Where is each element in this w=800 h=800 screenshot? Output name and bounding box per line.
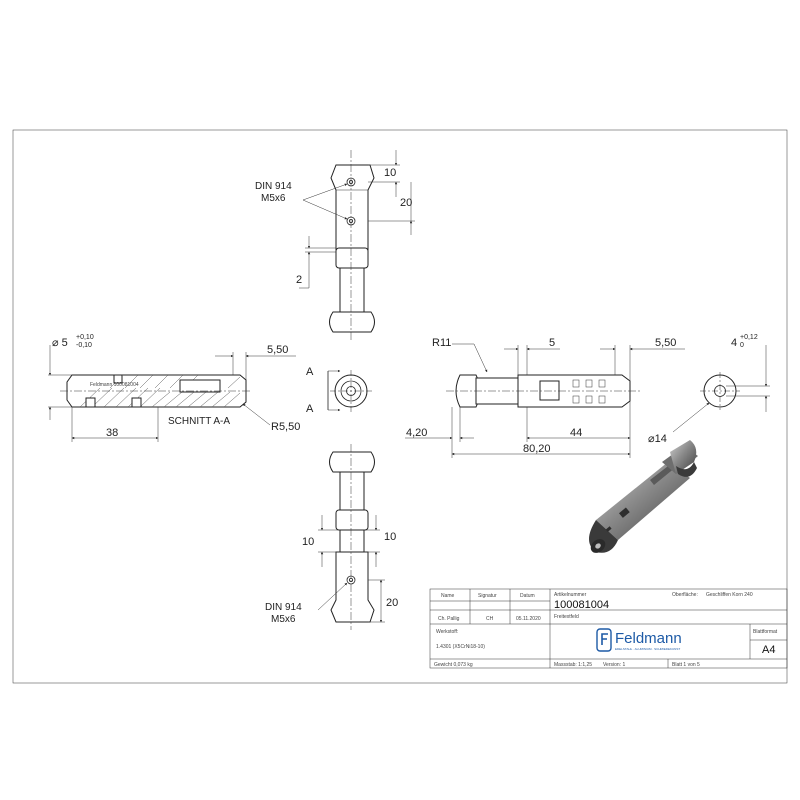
dim-r11: R11 [432,337,451,349]
company-logo-subline: EDELSTAHL · ALUMINIUM · SCHMIEDEKUNST [615,647,680,651]
tb-header-artikel: Artikelnummer [554,592,587,598]
dim-38: 38 [106,427,118,439]
dim-5-50-left: 5,50 [267,344,288,356]
tb-header-name: Name [441,593,455,599]
dim-top-10: 10 [384,167,396,179]
dim-4: 4 [731,337,737,349]
side-view [405,343,685,458]
dim-top-20: 20 [400,197,412,209]
dim-4-20: 4,20 [406,427,427,439]
section-marker-a-top: A [306,366,314,378]
section-view [48,345,296,442]
dim-5-50-right: 5,50 [655,337,676,349]
isometric-render [589,440,698,553]
tb-header-datum: Datum [520,593,535,599]
tb-blattformat-value: A4 [762,644,775,656]
tb-gewicht: Gewicht 0,073 kg [434,662,473,668]
tb-freitext: Freitextfeld [554,614,579,620]
tb-werkstoff-value: 1.4301 (X5CrNi18-10) [436,644,485,650]
title-block [429,588,788,669]
dim-dia5: ⌀ 5 [52,337,68,349]
tb-header-signatur: Signatur [478,593,497,599]
dim-top-2: 2 [296,274,302,286]
dim-r5-50: R5,50 [271,421,300,433]
dim-dia5-tol-plus: +0,10 [76,334,94,341]
tb-version: Version: 1 [603,662,625,668]
tb-header-oberflaeche: Oberfläche: [672,592,698,598]
dim-80-20: 80,20 [523,443,551,455]
dim-bottom-10-right: 10 [384,531,396,543]
dim-bottom-20: 20 [386,597,398,609]
tb-oberflaeche-value: Geschliffen Korn 240 [706,592,753,598]
tb-blattformat-label: Blattformat [753,629,778,635]
bottom-view [317,444,385,630]
tb-signatur-value: CH [486,616,494,622]
label-schnitt-aa: SCHNITT A-A [168,416,230,427]
label-din914-top: DIN 914 [255,181,292,192]
dim-dia5-tol-minus: -0,10 [76,342,92,349]
end-view-left [327,369,372,412]
tb-werkstoff-label: Werkstoff: [436,629,458,635]
dim-4-tol-zero: 0 [740,342,744,349]
dim-4-tol-plus: +0,12 [740,334,758,341]
label-m5x6-bottom: M5x6 [271,614,296,625]
section-marker-a-bottom: A [306,403,314,415]
dim-dia14: ⌀14 [648,433,667,445]
label-din914-bottom: DIN 914 [265,602,302,613]
tb-artikel-value: 100081004 [554,599,609,611]
tb-blatt: Blatt 1 von 5 [672,662,700,668]
dim-bottom-10-left: 10 [302,536,314,548]
dim-5: 5 [549,337,555,349]
tb-datum-value: 05.11.2020 [516,616,541,622]
top-view [299,150,415,340]
dim-44: 44 [570,427,582,439]
section-engraving: Feldmann 100081004 [90,382,139,388]
label-m5x6-top: M5x6 [261,193,286,204]
end-view-right [672,345,770,433]
tb-massstab: Massstab: 1:1,25 [554,662,592,668]
tb-name-value: Ch. Pallig [438,616,460,622]
sheet-border [12,129,788,684]
company-logo-name: Feldmann [615,630,682,647]
